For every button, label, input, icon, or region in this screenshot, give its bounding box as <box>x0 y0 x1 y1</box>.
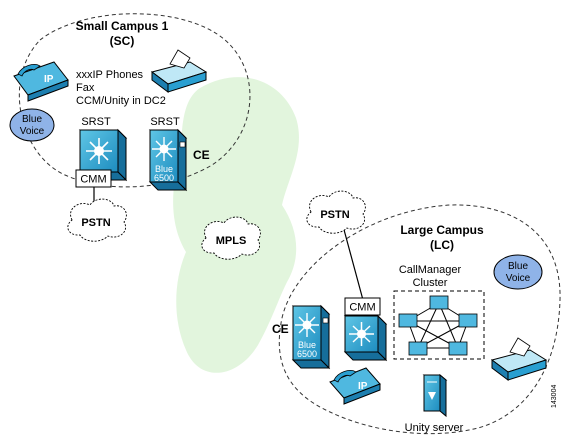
cluster-label-1: CallManager <box>399 264 462 276</box>
figure-id: 143004 <box>551 385 558 408</box>
svg-text:MPLS: MPLS <box>216 235 247 247</box>
ip-phone-icon: IP <box>13 61 69 102</box>
svg-text:Blue: Blue <box>22 114 42 125</box>
fax-icon <box>150 49 208 93</box>
small-campus-line-3: CCM/Unity in DC2 <box>76 95 166 107</box>
large-campus-boundary <box>278 204 561 435</box>
small-campus-code: (SC) <box>110 34 135 48</box>
small-campus-boundary <box>18 13 251 188</box>
callmanager-server-icon <box>398 295 478 356</box>
srst-left-label: SRST <box>81 116 111 128</box>
router-icon-small-left <box>78 128 128 182</box>
unity-server-label: Unity server <box>405 422 464 434</box>
catalyst-6500-icon-small: Blue 6500 <box>148 128 188 192</box>
svg-text:CMM: CMM <box>349 302 375 314</box>
svg-text:Blue: Blue <box>155 164 173 174</box>
cmm-box-small: CMM <box>75 169 112 188</box>
large-campus-code: (LC) <box>430 238 454 252</box>
svg-text:6500: 6500 <box>154 173 174 183</box>
router-icon-large <box>343 314 388 362</box>
srst-right-label: SRST <box>150 116 180 128</box>
blue-voice-large: Blue Voice <box>493 254 543 290</box>
catalyst-6500-icon-large: Blue 6500 <box>291 304 331 370</box>
large-campus-title: Large Campus <box>400 223 484 237</box>
callmanager-cluster <box>393 290 485 360</box>
fax-icon-large <box>490 337 548 381</box>
mpls-label-cloud: MPLS <box>201 216 261 260</box>
pstn-cloud-large: PSTN <box>306 190 366 234</box>
svg-text:Voice: Voice <box>506 273 531 284</box>
pstn-cloud-small: PSTN <box>67 198 127 242</box>
svg-text:Voice: Voice <box>20 126 45 137</box>
svg-text:IP: IP <box>44 74 54 85</box>
cluster-label-2: Cluster <box>413 277 448 289</box>
svg-text:IP: IP <box>358 381 368 392</box>
svg-text:6500: 6500 <box>297 349 317 359</box>
svg-text:Blue: Blue <box>508 261 528 272</box>
cmm-box-large: CMM <box>344 297 381 316</box>
ce-label-small: CE <box>193 148 210 162</box>
svg-text:PSTN: PSTN <box>320 209 349 221</box>
blue-voice-small: Blue Voice <box>9 108 55 142</box>
small-campus-line-1: xxxIP Phones <box>76 69 144 81</box>
ip-phone-icon-large: IP <box>329 367 381 405</box>
small-campus-line-2: Fax <box>76 82 95 94</box>
small-campus-title: Small Campus 1 <box>76 19 169 33</box>
ce-label-large: CE <box>272 322 289 336</box>
unity-server-icon <box>422 373 448 418</box>
svg-text:CMM: CMM <box>80 174 106 186</box>
svg-text:PSTN: PSTN <box>81 217 110 229</box>
svg-text:Blue: Blue <box>298 340 316 350</box>
